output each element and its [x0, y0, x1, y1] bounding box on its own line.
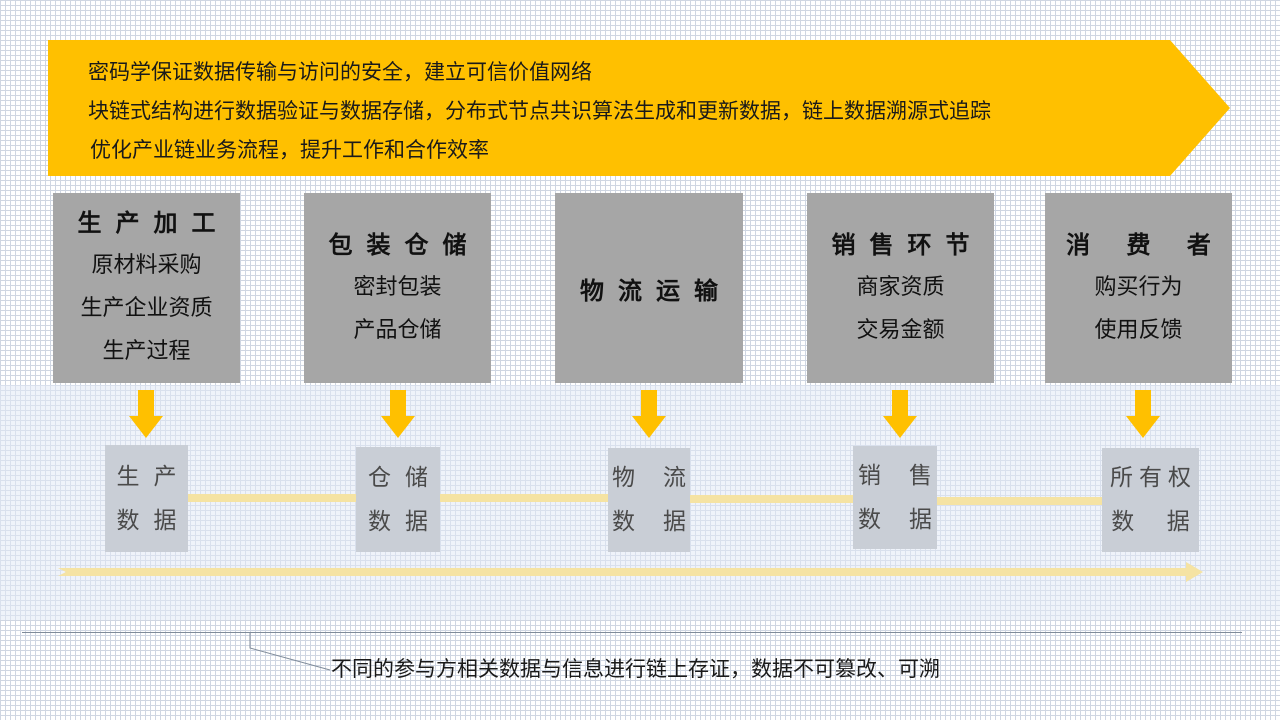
data-node-warehouse: 仓储 数据 [356, 447, 440, 552]
down-arrow-icon [632, 390, 666, 438]
banner-line-2: 块链式结构进行数据验证与数据存储，分布式节点共识算法生成和更新数据，链上数据溯源… [88, 99, 991, 123]
down-arrow-icon [883, 390, 917, 438]
data-node-sales: 销售 数据 [853, 446, 937, 549]
data-node-label: 所有权 [1110, 465, 1197, 491]
stage-sales: 销售环节 商家资质 交易金额 [807, 193, 994, 383]
stage-item: 使用反馈 [1094, 317, 1183, 343]
down-arrow-icon [1126, 390, 1160, 438]
stage-item: 生产过程 [102, 339, 191, 364]
data-node-ownership: 所有权 数 据 [1102, 448, 1199, 552]
stage-item: 原材料采购 [91, 253, 202, 278]
stage-production: 生产加工 原材料采购 生产企业资质 生产过程 [53, 193, 240, 383]
stage-consumer: 消 费 者 购买行为 使用反馈 [1045, 193, 1232, 383]
stage-item: 产品仓储 [353, 317, 442, 343]
data-node-label: 生产 [116, 463, 191, 490]
summary-banner: 密码学保证数据传输与访问的安全，建立可信价值网络 块链式结构进行数据验证与数据存… [48, 40, 1230, 176]
stage-item: 商家资质 [856, 274, 945, 300]
banner-line-1: 密码学保证数据传输与访问的安全，建立可信价值网络 [88, 60, 592, 84]
stage-logistics: 物流运输 [555, 193, 743, 383]
data-node-label: 数据 [858, 506, 960, 533]
connector-line [690, 495, 853, 503]
stage-title: 物流运输 [580, 276, 732, 305]
divider-line [22, 632, 1242, 633]
callout-leader [248, 632, 338, 672]
timeline-arrow [58, 561, 1203, 583]
data-node-logistics: 物流 数据 [608, 448, 690, 552]
data-node-production: 生产 数据 [105, 445, 188, 552]
connector-line [937, 497, 1102, 505]
banner-line-3: 优化产业链业务流程，提升工作和合作效率 [90, 138, 489, 162]
data-node-label: 数据 [116, 507, 191, 534]
down-arrow-icon [129, 390, 163, 438]
data-node-label: 销售 [858, 462, 960, 489]
connector-line [188, 494, 356, 502]
stage-title: 销售环节 [831, 230, 984, 259]
data-node-label: 仓储 [368, 464, 442, 491]
connector-line [440, 494, 608, 502]
stage-title: 生产加工 [77, 209, 230, 237]
data-node-label: 物流 [612, 465, 714, 491]
down-arrow-icon [381, 390, 415, 438]
data-node-label: 数 据 [1111, 509, 1196, 535]
stage-item: 密封包装 [353, 274, 442, 300]
stage-title: 包装仓储 [328, 230, 481, 259]
stage-item: 购买行为 [1094, 274, 1183, 300]
data-node-label: 数据 [612, 509, 714, 535]
stage-packaging: 包装仓储 密封包装 产品仓储 [304, 193, 491, 383]
footnote-text: 不同的参与方相关数据与信息进行链上存证，数据不可篡改、可溯 [331, 657, 940, 681]
data-node-label: 数据 [368, 508, 442, 535]
stage-title: 消 费 者 [1066, 230, 1225, 259]
stage-item: 交易金额 [856, 317, 945, 343]
stage-item: 生产企业资质 [80, 296, 213, 321]
